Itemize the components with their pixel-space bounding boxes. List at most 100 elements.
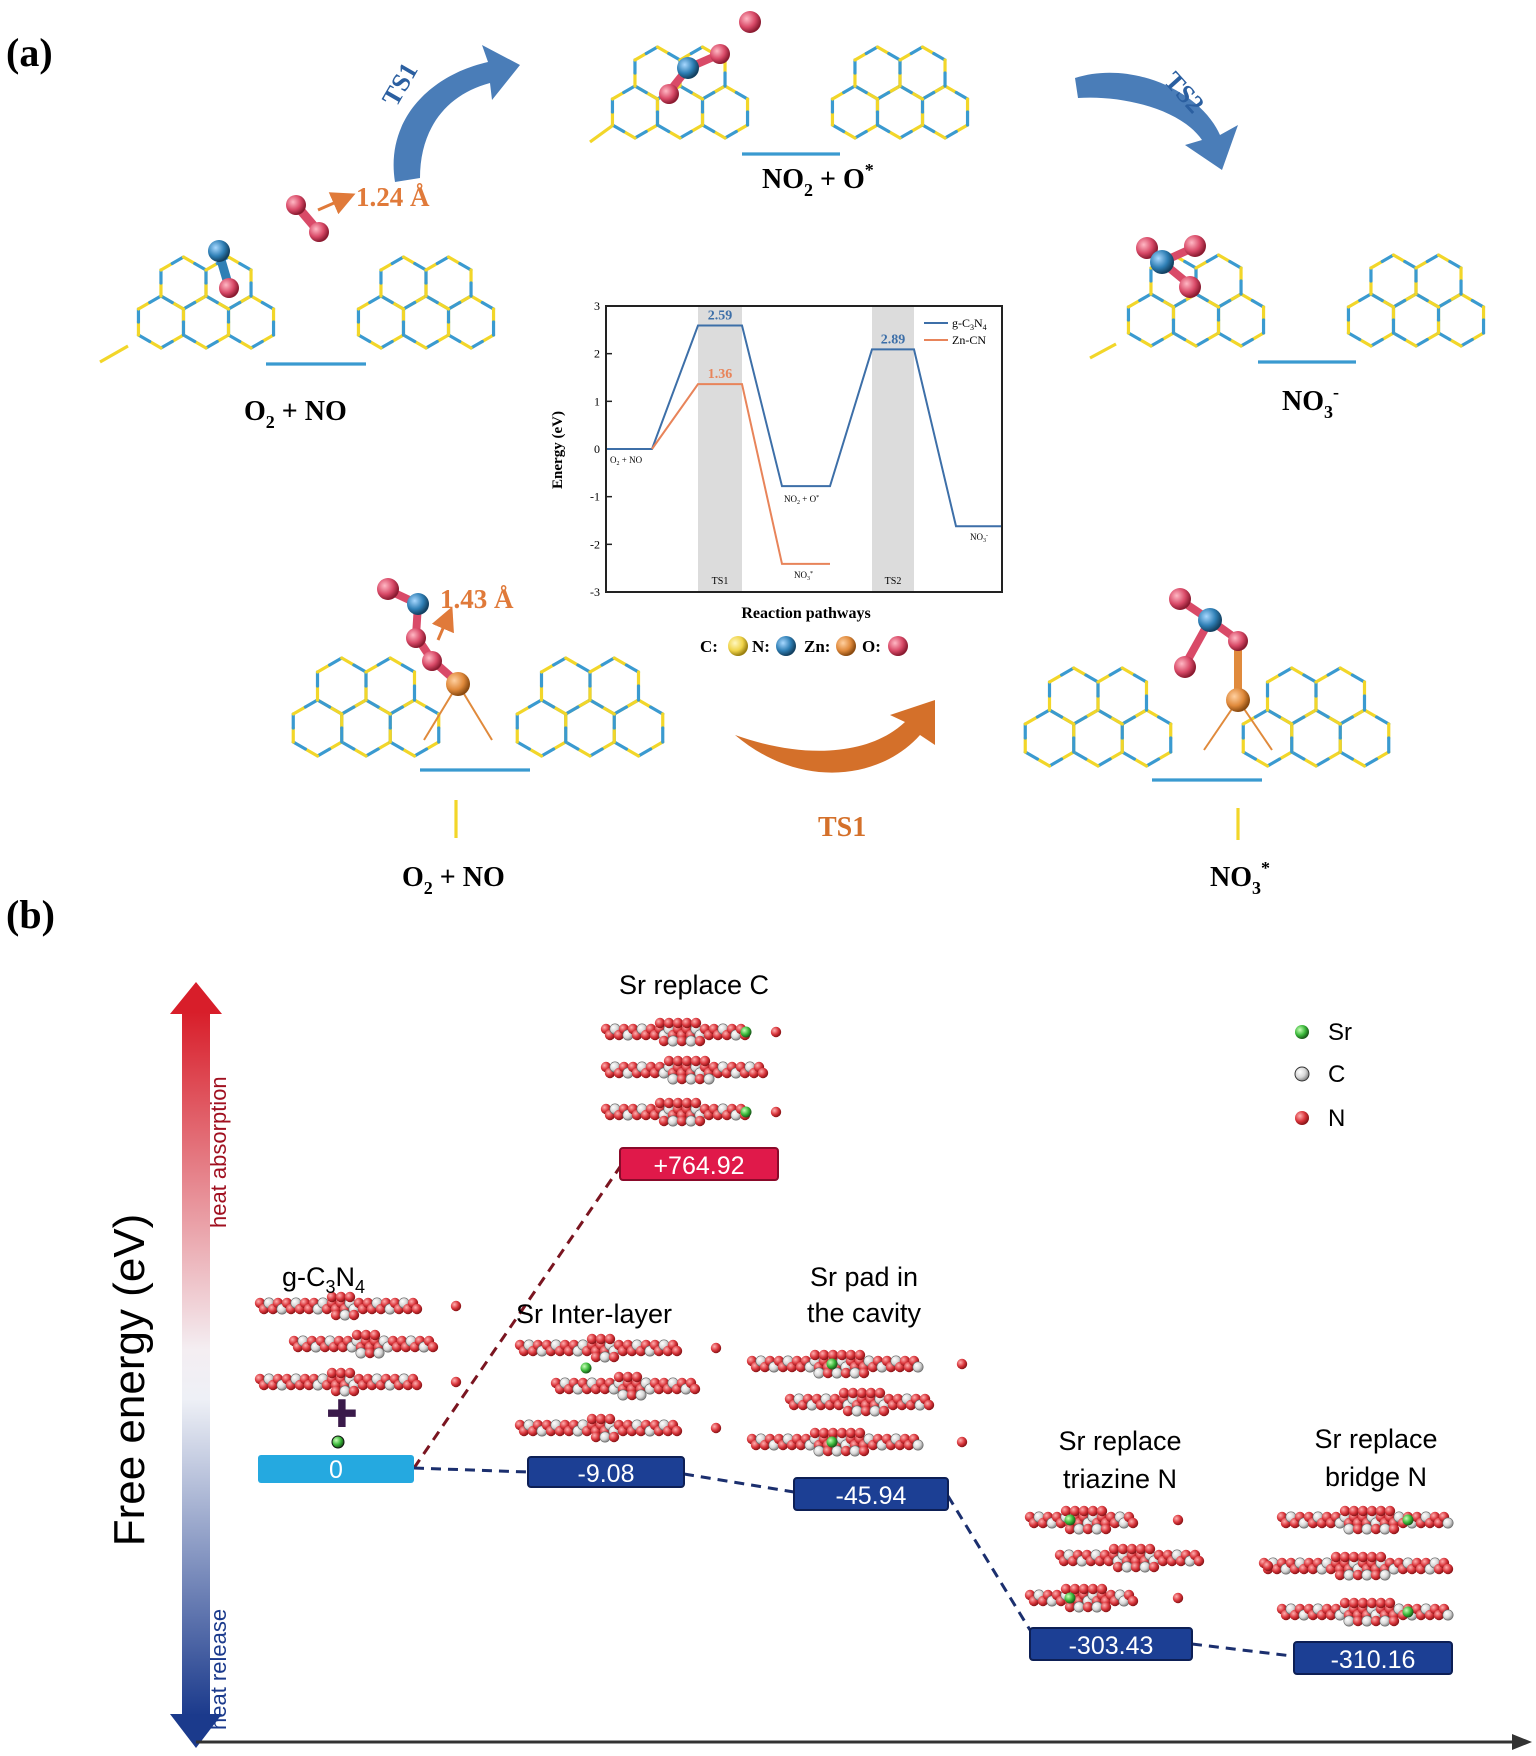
ts-band-label-1: TS1: [712, 576, 729, 587]
chart-legend-gcn: g-C3N4: [952, 316, 987, 332]
x-axis-arrowhead: [1512, 1734, 1532, 1750]
legend-sr-ball: [1295, 1025, 1309, 1039]
legend-n-label: N:: [752, 637, 770, 656]
plus-sign: ✚: [326, 1394, 358, 1436]
chart-legend-zncn: Zn-CN: [952, 333, 986, 347]
bond-arrow-bottom: [431, 606, 454, 641]
state-mini-no2-o: NO2 + O*: [784, 494, 819, 506]
element-legend-b: Sr C N: [1294, 1019, 1352, 1132]
bond-arrow-top: [317, 192, 356, 215]
ts1-arrow-bottom: [735, 700, 935, 773]
y-tick-label: 1: [594, 394, 600, 408]
energy-box-replace-c: +764.92: [619, 1147, 779, 1181]
heat-gradient-arrow: [170, 982, 222, 1748]
connector-triazine-to-bridge: [1191, 1642, 1293, 1658]
free-energy-axis-label: Free energy (eV): [105, 1214, 154, 1547]
state-title-triazine-2: triazine N: [1063, 1464, 1177, 1494]
bond-length-bottom: 1.43 Å: [440, 584, 514, 614]
state-label-o2-no-top: O2 + NO: [244, 396, 347, 432]
connector-cavity-to-triazine: [946, 1495, 1032, 1631]
state-mini-o2-no: O2 + NO: [610, 455, 643, 467]
no3-molecule-top-right: [1136, 235, 1206, 298]
energy-value-triazine: -303.43: [1069, 1632, 1154, 1660]
ts1-label-bottom: TS1: [818, 812, 866, 843]
ts1-arrow-top: [393, 45, 520, 182]
o2-molecule-top-left: [286, 195, 329, 242]
legend-sr-label: Sr: [1328, 1019, 1352, 1046]
energy-profile-chart: TS1 TS2 3 2 1 0 -1 -2 -3 2.59 1.36 2.89 O2 + NO NO2…: [550, 299, 1003, 622]
zncn-structure-bottom-right: [1023, 666, 1391, 840]
legend-c-ball-b: [1294, 1066, 1310, 1082]
y-tick-label: 0: [594, 442, 600, 456]
energy-value-cavity: -45.94: [836, 1482, 907, 1510]
energy-box-triazine: -303.43: [1029, 1627, 1193, 1661]
no-molecule-top-left: [208, 240, 239, 298]
no2-o-molecule-top-middle: [659, 11, 761, 104]
state-title-triazine-1: Sr replace: [1058, 1426, 1181, 1456]
crystal-structures: [254, 1017, 1454, 1627]
energy-value-replace-c: +764.92: [653, 1152, 744, 1180]
energy-value-bridge: -310.16: [1331, 1646, 1416, 1674]
ts-band-2: [872, 307, 914, 591]
no3-on-zn-bottom-right: [1169, 588, 1250, 712]
chart-x-axis-label: Reaction pathways: [741, 605, 870, 622]
y-tick-label: -2: [590, 537, 600, 551]
legend-c-label-b: C: [1328, 1061, 1345, 1088]
zncn-structure-bottom-left: [291, 656, 665, 838]
connector-inter-layer-to-cavity: [683, 1472, 795, 1494]
energy-box-cavity: -45.94: [793, 1477, 949, 1511]
legend-o-label: O:: [862, 637, 881, 656]
legend-c-ball: [728, 636, 748, 656]
gcn-structure-top-left: [99, 255, 496, 366]
energy-box-bridge: -310.16: [1293, 1641, 1453, 1675]
state-label-no3-star: NO3*: [1210, 858, 1270, 898]
ts-band-1: [698, 307, 742, 591]
state-label-no3-minus: NO3-: [1282, 382, 1339, 422]
connector-to-replace-c: [412, 1163, 624, 1469]
legend-o-ball: [888, 636, 908, 656]
peak-label-0: 2.59: [708, 309, 733, 324]
peak-label-1: 1.36: [708, 367, 733, 382]
series-line-gcn: [607, 324, 1001, 528]
o2-no-on-zn-bottom-left: [377, 578, 470, 696]
state-title-bridge-2: bridge N: [1325, 1462, 1427, 1492]
gcn-structure-top-right: [1089, 253, 1486, 364]
y-tick-label: 2: [594, 347, 600, 361]
legend-n-label-b: N: [1328, 1105, 1345, 1132]
y-tick-label: 3: [594, 299, 600, 313]
energy-value-gcn: 0: [329, 1456, 343, 1484]
legend-c-label: C:: [700, 637, 718, 656]
bond-length-top: 1.24 Å: [356, 182, 430, 212]
panel-b-label: (b): [6, 892, 55, 937]
legend-n-ball-b: [1295, 1111, 1309, 1125]
panel-a-label: (a): [6, 30, 53, 75]
y-tick-label: -1: [590, 490, 600, 504]
chart-y-axis-label: Energy (eV): [550, 411, 566, 489]
ts2-arrow-top: [1075, 72, 1238, 170]
element-legend-a: C: N: Zn: O:: [700, 636, 908, 656]
heat-absorption-label: heat absorption: [206, 1076, 231, 1228]
legend-zn-label: Zn:: [804, 637, 830, 656]
state-mini-no3-star: NO3*: [794, 570, 813, 582]
sr-ion: [331, 1435, 345, 1449]
energy-box-inter-layer: -9.08: [527, 1456, 685, 1488]
state-title-cavity-1: Sr pad in: [810, 1262, 918, 1292]
peak-label-2: 2.89: [881, 332, 906, 347]
state-label-o2-no-bottom: O2 + NO: [402, 862, 505, 898]
state-title-replace-c: Sr replace C: [619, 970, 769, 1000]
state-mini-no3-minus: NO3-: [970, 532, 988, 544]
heat-release-label: heat release: [206, 1609, 231, 1730]
energy-box-gcn: 0: [258, 1455, 414, 1484]
ts-band-label-2: TS2: [885, 576, 902, 587]
legend-zn-ball: [836, 636, 856, 656]
connector-0-to-inter-layer: [413, 1466, 529, 1474]
gcn-structure-top-middle: [589, 45, 970, 156]
chart-frame: [605, 305, 1003, 593]
series-line-zncn: [651, 383, 830, 565]
legend-n-ball: [776, 636, 796, 656]
state-title-cavity-2: the cavity: [807, 1298, 922, 1328]
y-tick-label: -3: [590, 585, 600, 599]
state-title-inter-layer: Sr Inter-layer: [516, 1299, 672, 1329]
energy-value-inter-layer: -9.08: [578, 1460, 635, 1488]
